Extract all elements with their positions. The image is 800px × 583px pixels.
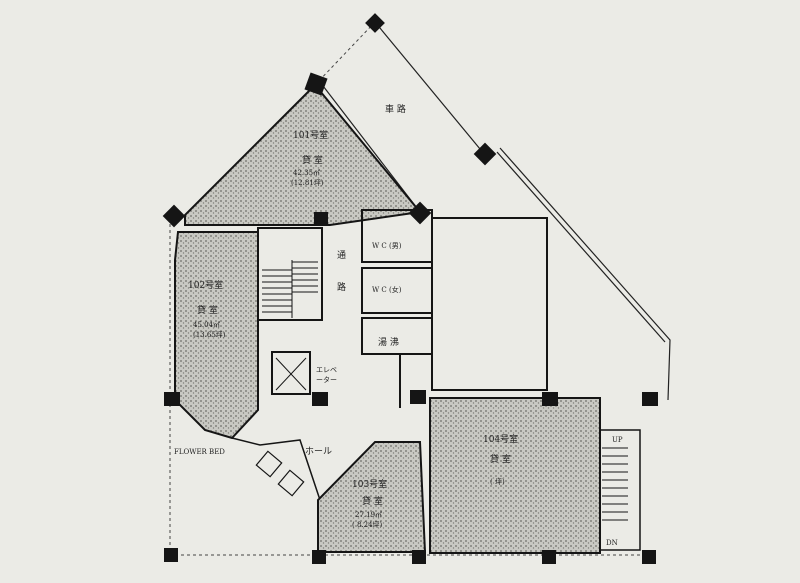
flower-bed-label: FLOWER BED: [174, 448, 225, 456]
core-walls: [257, 209, 433, 410]
wc-men-label: W C (男): [372, 242, 402, 250]
room-104-use: 貸 室: [490, 453, 511, 465]
room-104-tsubo: ( 坪): [490, 478, 505, 486]
corridor-label-1: 通: [337, 250, 346, 261]
right-stairs: [602, 447, 628, 521]
corridor-label-2: 路: [337, 281, 346, 293]
room-103: [317, 441, 427, 553]
wc-women-label: W C (女): [372, 285, 402, 294]
room-101: [184, 83, 422, 226]
room-101-name: 101号室: [293, 129, 328, 141]
room-104: [429, 397, 601, 554]
stair-down-label: DN: [606, 539, 618, 547]
room-103-area: 27.19㎡: [355, 511, 382, 519]
right-stair-well: [599, 429, 641, 551]
room-103-tsubo: ( 8.24坪): [352, 521, 383, 529]
open-room: [431, 217, 548, 391]
room-102-name: 102号室: [188, 279, 223, 291]
entrance-doors: [255, 450, 305, 497]
hall-walls: [231, 437, 321, 501]
room-103-use: 貸 室: [362, 495, 383, 507]
room-101-tsubo: (12.81坪): [291, 179, 324, 187]
room-102-area: 45.04㎡: [193, 321, 220, 329]
stairs: [262, 260, 318, 318]
elevator-label-2: ーター: [316, 375, 337, 384]
room-101-area: 42.35㎡: [293, 169, 320, 177]
hall-label: ホール: [305, 446, 332, 457]
elevator-label-1: エレベ: [316, 366, 337, 374]
room-102-use: 貸 室: [197, 304, 218, 316]
room-101-use: 貸 室: [302, 154, 323, 166]
driveway-label: 車 路: [385, 103, 406, 115]
elevator-car: [275, 357, 307, 391]
room-104-name: 104号室: [483, 433, 518, 445]
room-103-name: 103号室: [352, 478, 387, 490]
room-102-tsubo: (13.65坪): [193, 331, 226, 339]
kitchenette-label: 湯 沸: [378, 336, 399, 348]
stair-up-label: UP: [612, 436, 623, 444]
